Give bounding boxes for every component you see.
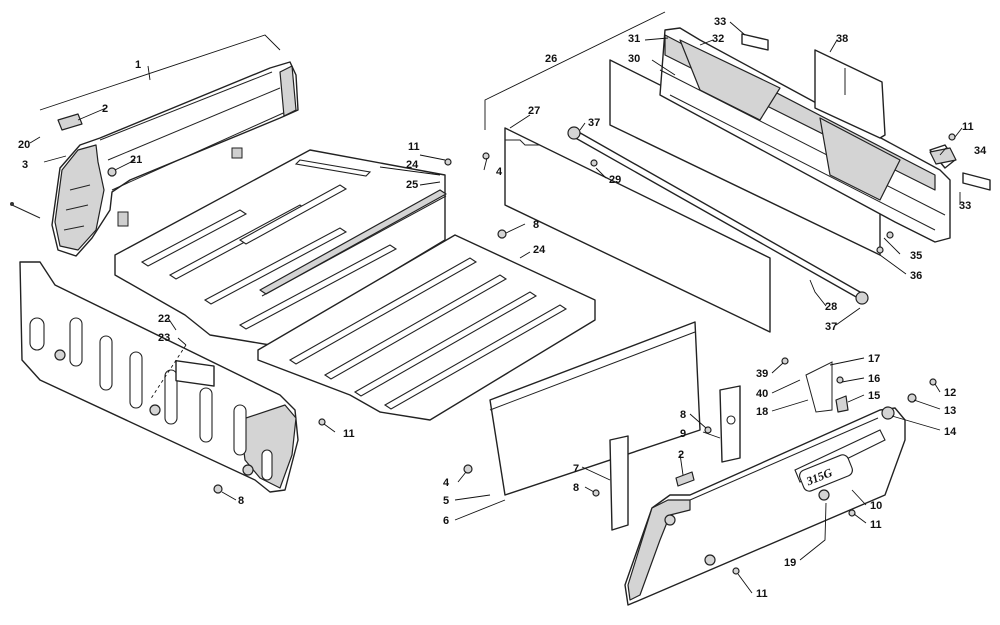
callout-21: 21 (130, 154, 142, 166)
callout-12: 12 (944, 387, 956, 399)
callout-11c: 11 (962, 121, 974, 133)
callout-20: 20 (18, 139, 30, 151)
callout-33: 33 (714, 16, 726, 28)
callout-33b: 33 (959, 200, 971, 212)
callout-8d: 8 (680, 409, 686, 421)
callout-26: 26 (545, 53, 557, 65)
callout-36: 36 (910, 270, 922, 282)
decal-38 (814, 49, 886, 139)
callout-35: 35 (910, 250, 922, 262)
callout-labels: 1 2 3 20 21 22 23 8 11 24 25 11 8 24 26 … (18, 16, 987, 600)
callout-24b: 24 (533, 244, 546, 256)
callout-1: 1 (135, 59, 141, 71)
callout-29: 29 (609, 174, 621, 186)
callout-14: 14 (944, 426, 957, 438)
hardware (10, 113, 957, 575)
callout-24: 24 (406, 159, 419, 171)
left-side-panel (51, 61, 299, 257)
callout-11e: 11 (756, 588, 768, 600)
leader-lines (29, 11, 963, 594)
tailgate-brace-7 (609, 435, 629, 531)
callout-34: 34 (974, 145, 987, 157)
callout-17: 17 (868, 353, 880, 365)
tailgate-brace-9 (719, 385, 741, 463)
callout-11: 11 (343, 428, 355, 440)
callout-4: 4 (496, 166, 503, 178)
rear-plate-27 (504, 127, 771, 333)
center-rail (259, 189, 447, 297)
right-side-panel (659, 27, 956, 243)
callout-40: 40 (756, 388, 768, 400)
callout-13: 13 (944, 405, 956, 417)
callout-11b: 11 (408, 141, 420, 153)
callout-15: 15 (868, 390, 880, 402)
callout-8c: 8 (573, 482, 579, 494)
tailgate-outer-panel: 315G (624, 407, 906, 606)
callout-32: 32 (712, 33, 724, 45)
callout-37b: 37 (825, 321, 837, 333)
callout-23: 23 (158, 332, 170, 344)
callout-16: 16 (868, 373, 880, 385)
callout-18: 18 (756, 406, 768, 418)
callout-8b: 8 (533, 219, 539, 231)
callout-37: 37 (588, 117, 600, 129)
callout-3: 3 (22, 159, 28, 171)
callout-6: 6 (443, 515, 449, 527)
bed-floor-panel-right (257, 234, 596, 421)
decal-33-top (741, 33, 769, 51)
callout-4b: 4 (443, 477, 450, 489)
left-bulkhead-panel (19, 261, 299, 493)
callout-30: 30 (628, 53, 640, 65)
callout-5: 5 (443, 495, 449, 507)
callout-25: 25 (406, 179, 418, 191)
callout-19: 19 (784, 557, 796, 569)
callout-27: 27 (528, 105, 540, 117)
callout-11d: 11 (870, 519, 882, 531)
callout-10: 10 (870, 500, 882, 512)
callout-39: 39 (756, 368, 768, 380)
callout-2: 2 (102, 103, 108, 115)
bed-floor-panel-left (114, 149, 446, 346)
callout-9: 9 (680, 428, 686, 440)
callout-38: 38 (836, 33, 848, 45)
callout-2b: 2 (678, 449, 684, 461)
callout-28: 28 (825, 301, 837, 313)
tailgate-inner-panel (489, 321, 701, 496)
callout-8: 8 (238, 495, 244, 507)
callout-7: 7 (573, 463, 579, 475)
callout-22: 22 (158, 313, 170, 325)
rear-rail-28 (567, 126, 869, 305)
decal-33-right (962, 172, 991, 191)
callout-31: 31 (628, 33, 640, 45)
